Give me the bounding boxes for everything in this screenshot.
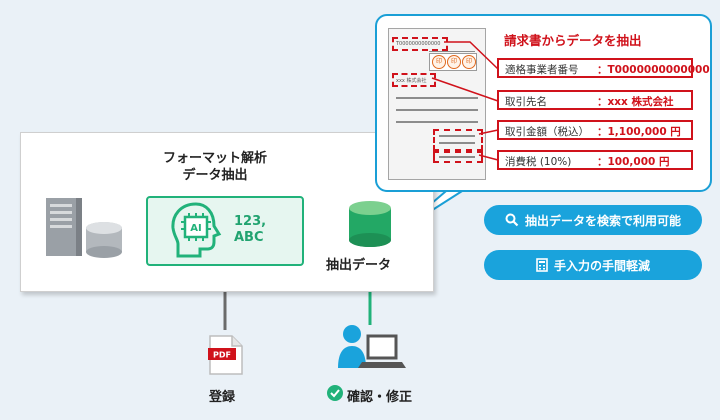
invoice-partner: xxx 株式会社 xyxy=(396,78,427,84)
highlight-reg-number xyxy=(392,37,448,51)
ai-chip-label: AI xyxy=(190,223,201,234)
field-partner-name: 取引先名 ：xxx 株式会社 xyxy=(497,90,693,110)
database-icon xyxy=(349,201,391,247)
pdf-file-icon: PDF xyxy=(208,335,243,375)
ai-head-icon: AI xyxy=(171,202,222,258)
confirm-edit-label: 確認・修正 xyxy=(347,390,413,405)
user-laptop-icon xyxy=(338,325,406,368)
field-label: 適格事業者番号 xyxy=(505,64,579,76)
field-amount: 取引金額（税込） ：1,100,000 円 xyxy=(497,120,693,140)
feature-reduce-label: 手入力の手間軽減 xyxy=(553,258,650,273)
field-value: ：100,000 円 xyxy=(597,156,670,168)
feature-search-label: 抽出データを検索で利用可能 xyxy=(524,213,681,228)
feature-reduce-manual-input: 手入力の手間軽減 xyxy=(484,250,702,280)
field-label: 消費税 (10%) xyxy=(505,156,572,168)
ai-output-text: 123, ABC xyxy=(234,214,267,245)
field-value: ：T0000000000000 xyxy=(597,64,710,76)
panel-title: フォーマット解析 データ抽出 xyxy=(162,151,267,183)
seal-box: 印 印 印 xyxy=(429,53,477,71)
highlight-amount xyxy=(433,129,483,151)
pdf-label: PDF xyxy=(213,351,231,360)
feature-search: 抽出データを検索で利用可能 xyxy=(484,205,702,235)
callout-title: 請求書からデータを抽出 xyxy=(504,33,642,48)
seal-mark: 印 xyxy=(462,55,476,69)
highlight-partner xyxy=(392,73,436,87)
field-value: ：xxx 株式会社 xyxy=(597,96,674,108)
field-label: 取引先名 xyxy=(505,96,547,108)
invoice-document: T0000000000000 印 印 印 xxx 株式会社 xyxy=(388,28,486,180)
register-label: 登録 xyxy=(209,390,236,405)
field-registration-number: 適格事業者番号 ：T0000000000000 xyxy=(497,58,710,78)
highlight-tax xyxy=(433,151,483,163)
seal-mark: 印 xyxy=(432,55,446,69)
check-icon xyxy=(327,385,343,401)
field-tax: 消費税 (10%) ：100,000 円 xyxy=(497,150,693,170)
invoice-reg-number: T0000000000000 xyxy=(396,41,441,47)
server-icon xyxy=(46,198,122,258)
search-icon xyxy=(505,213,519,227)
field-label: 取引金額（税込） xyxy=(505,126,589,138)
extracted-data-label: 抽出データ xyxy=(326,258,392,273)
seal-mark: 印 xyxy=(447,55,461,69)
field-value: ：1,100,000 円 xyxy=(597,126,681,138)
calculator-icon xyxy=(536,258,548,272)
